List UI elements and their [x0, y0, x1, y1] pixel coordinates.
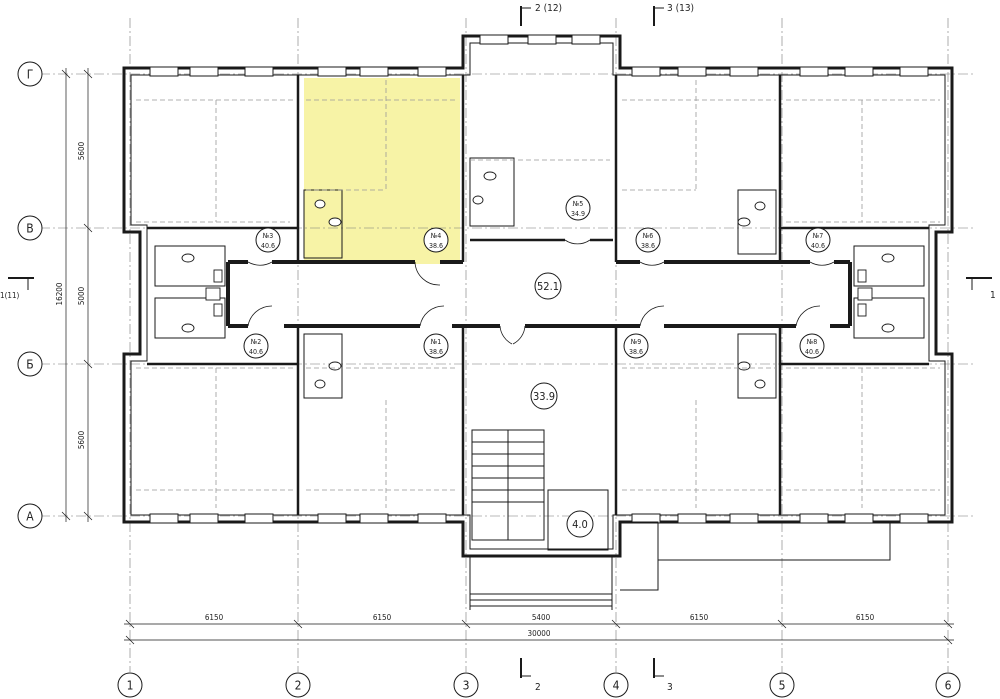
apartment-1-area: 38.6: [429, 348, 443, 356]
dim-total: 30000: [528, 629, 551, 638]
interior-walls: [147, 75, 929, 515]
apartment-5-area: 34.9: [571, 210, 585, 218]
apartment-9-number: №9: [630, 338, 642, 346]
section-markers: [8, 6, 992, 678]
section-label-bottom-b: 3: [667, 682, 673, 693]
apartment-4-number: №4: [430, 232, 442, 240]
dim-bottom-5: 6150: [856, 613, 875, 622]
axis-label-4: 4: [613, 679, 620, 693]
dim-left-3: 5600: [77, 430, 86, 449]
dim-bottom-3: 5400: [532, 613, 551, 622]
section-label-left: 1(11): [0, 291, 20, 300]
section-label-top-b: 3 (13): [667, 3, 694, 14]
apartment-6-area: 38.6: [641, 242, 655, 250]
apartment-6-number: №6: [642, 232, 654, 240]
axis-label-5: 5: [779, 679, 786, 693]
entry-porch: [469, 489, 891, 610]
apartment-2-area: 40.6: [249, 348, 263, 356]
axis-label-g: Г: [27, 68, 34, 82]
section-label-right: 1: [990, 290, 996, 301]
axis-label-2: 2: [295, 679, 302, 693]
corridor-walls: [226, 260, 852, 328]
dim-left-2: 5000: [77, 286, 86, 305]
dim-left-1: 5600: [77, 141, 86, 160]
room-label-circles: [243, 195, 831, 538]
stair-hall-area: 33.9: [533, 390, 555, 403]
axis-label-6: 6: [945, 679, 952, 693]
dim-bottom-1: 6150: [205, 613, 224, 622]
apartment-8-area: 40.6: [805, 348, 819, 356]
apartment-3-area: 40.6: [261, 242, 275, 250]
door-swings: [247, 239, 835, 345]
apartment-4-area: 38.6: [429, 242, 443, 250]
windows: [149, 34, 929, 524]
axis-label-a: А: [26, 510, 34, 524]
dim-bottom-4: 6150: [690, 613, 709, 622]
axis-bubbles: [17, 61, 961, 698]
apartment-2-number: №2: [250, 338, 262, 346]
apartment-8-number: №8: [806, 338, 818, 346]
apartment-7-number: №7: [812, 232, 824, 240]
corridor-area: 52.1: [537, 280, 559, 293]
axis-label-v: В: [26, 222, 33, 236]
apartment-3-number: №3: [262, 232, 274, 240]
axis-label-b: Б: [26, 358, 33, 372]
dimension-lines: [61, 68, 954, 645]
dim-bottom-2: 6150: [373, 613, 392, 622]
apartment-7-area: 40.6: [811, 242, 825, 250]
axis-lines: [40, 18, 975, 672]
section-label-bottom-a: 2: [535, 682, 541, 693]
axis-label-1: 1: [127, 679, 134, 693]
apartment-1-number: №1: [430, 338, 442, 346]
dim-left-total: 16200: [55, 282, 64, 305]
exterior-walls: [122, 34, 954, 558]
stair: [471, 429, 545, 541]
apartment-9-area: 38.6: [629, 348, 643, 356]
exterior-walls-inner: [130, 42, 946, 550]
axis-label-3: 3: [463, 679, 470, 693]
apartment-5-number: №5: [572, 200, 584, 208]
section-label-top-a: 2 (12): [535, 3, 562, 14]
furniture-outlines: [136, 80, 940, 508]
vestibule-area: 4.0: [572, 518, 588, 531]
